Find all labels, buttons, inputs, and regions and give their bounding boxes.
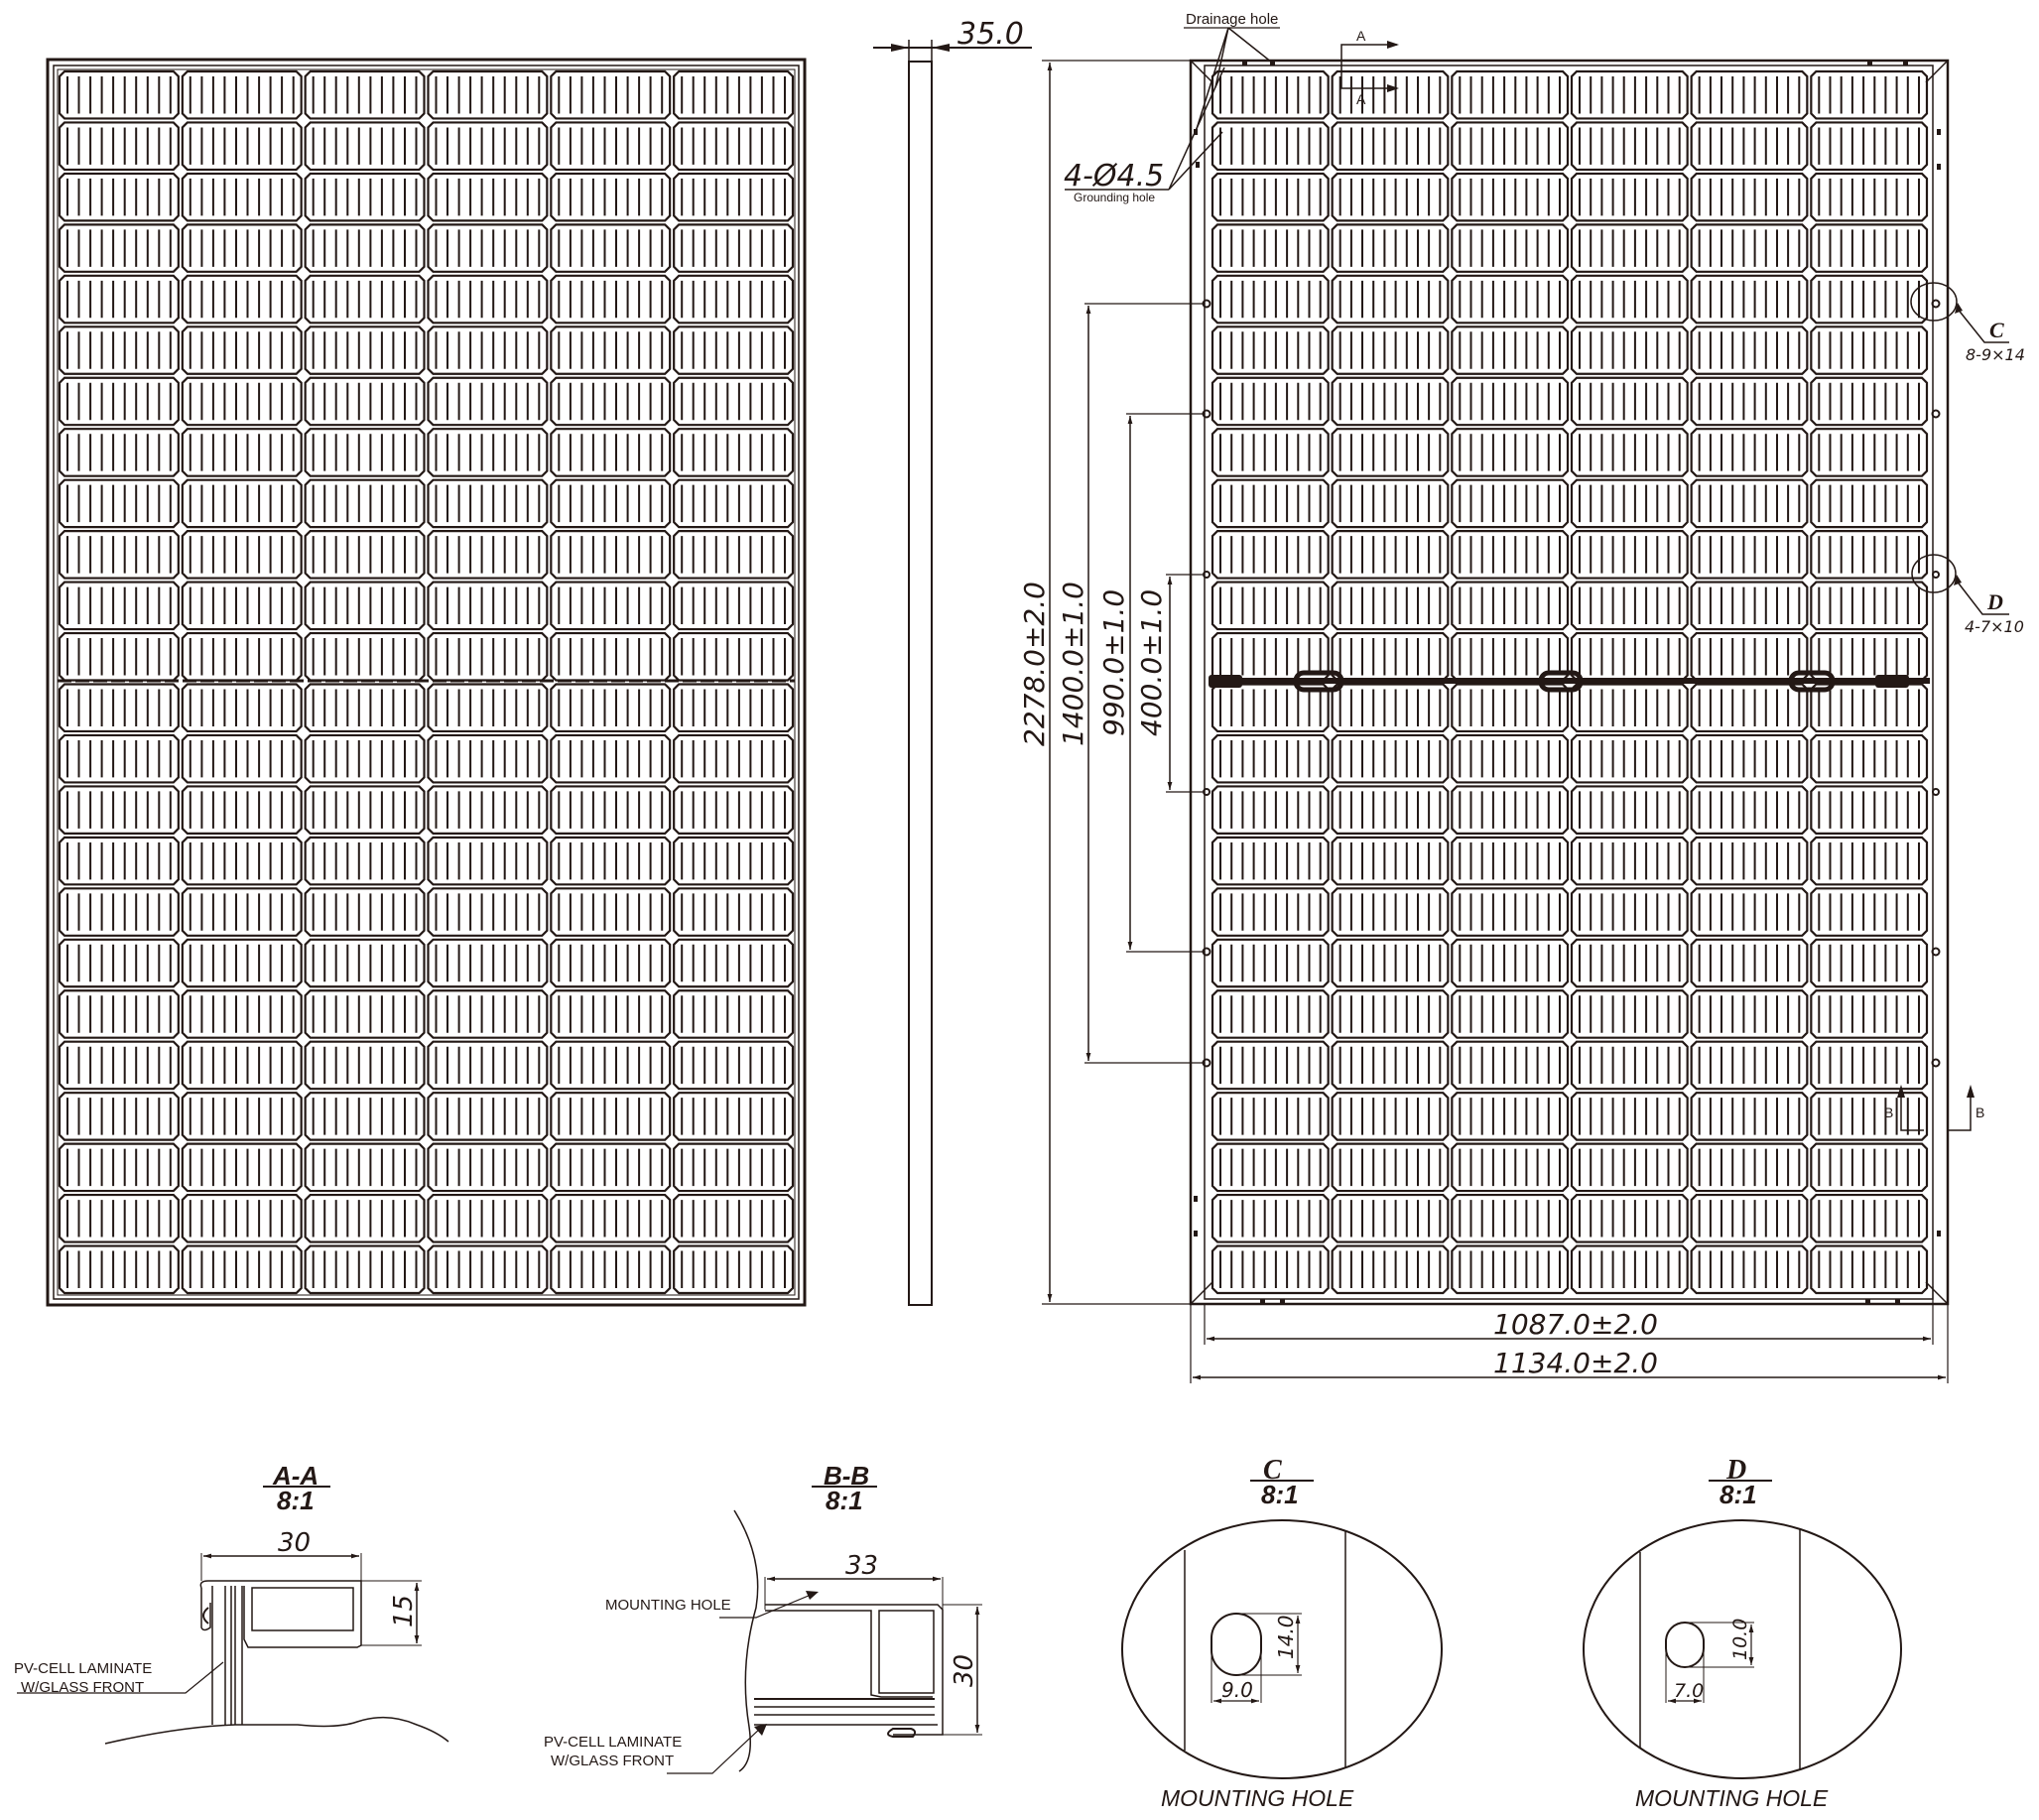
callout-d-spec: 4-7×10 — [1965, 617, 2024, 636]
callout-d-circle — [1911, 554, 1957, 593]
callout-d-letter: D — [1986, 589, 2003, 614]
detail-d-title: D — [1725, 1455, 1746, 1486]
detail-d: D 8:1 10.0 7.0 MOUNTING HOLE — [1583, 1455, 1902, 1811]
cell-outlines — [58, 69, 795, 1295]
dim-mount-990: 990.0±1.0 — [1097, 589, 1130, 736]
junction-box-1 — [1293, 670, 1344, 693]
side-thickness-dim: 35.0 — [957, 17, 1024, 52]
section-aa-label-line2: W/GLASS FRONT — [21, 1679, 144, 1696]
grounding-hole-count: 4-Ø4.5 — [1064, 159, 1164, 194]
section-b-marker-right: B — [1975, 1105, 1984, 1120]
detail-d-scale: 8:1 — [1720, 1480, 1757, 1509]
detail-c-height-dim: 14.0 — [1274, 1615, 1298, 1659]
section-aa-scale: 8:1 — [277, 1486, 315, 1515]
detail-d-height-dim: 10.0 — [1729, 1619, 1751, 1660]
back-cell-grid — [1211, 69, 1929, 1295]
dim-mount-1400: 1400.0±1.0 — [1057, 582, 1089, 746]
section-aa-height-dim: 15 — [389, 1595, 419, 1627]
detail-c-caption: MOUNTING HOLE — [1161, 1785, 1354, 1811]
detail-d-caption: MOUNTING HOLE — [1635, 1785, 1829, 1811]
front-cell-grid — [58, 69, 795, 1295]
callout-c-spec: 8-9×14 — [1966, 345, 2025, 364]
detail-d-width-dim: 7.0 — [1674, 1680, 1704, 1702]
cell-fingers — [1219, 76, 1920, 1288]
junction-box-row — [1209, 670, 1930, 693]
section-bb-scale: 8:1 — [826, 1486, 863, 1515]
dim-height-2278: 2278.0±2.0 — [1018, 582, 1051, 746]
section-a-marker-bottom: A — [1356, 91, 1366, 107]
junction-box-3 — [1788, 670, 1836, 693]
dim-outer-width: 1134.0±2.0 — [1493, 1347, 1658, 1379]
section-bb-width-dim: 33 — [845, 1551, 878, 1581]
section-aa: A-A 8:1 30 15 PV-CELL LAMINATE W/GLASS F… — [14, 1461, 449, 1745]
side-view: 35.0 — [873, 17, 1032, 1306]
section-bb: B-B 8:1 33 30 MOUNTING HOLE PV-CELL LAMI… — [544, 1461, 982, 1774]
section-bb-label-line2: W/GLASS FRONT — [551, 1753, 674, 1769]
callout-c-letter: C — [1989, 318, 2004, 342]
cell-fingers — [66, 76, 786, 1288]
left-mounting-holes — [1202, 299, 1211, 1068]
drainage-hole-label: Drainage hole — [1186, 11, 1278, 28]
detail-c-width-dim: 9.0 — [1221, 1678, 1253, 1702]
section-bb-label-line1: PV-CELL LAMINATE — [544, 1734, 682, 1751]
section-aa-label-line1: PV-CELL LAMINATE — [14, 1660, 152, 1677]
back-view: Drainage hole 4-Ø4.5 Grounding hole A A … — [1018, 11, 2025, 1383]
section-a-marker-top: A — [1356, 28, 1366, 44]
detail-c: C 8:1 14.0 9.0 MOUNTING HOLE — [1121, 1455, 1443, 1811]
right-mounting-holes — [1931, 299, 1941, 1068]
front-view — [46, 58, 807, 1307]
cable-connector-left — [1209, 675, 1242, 688]
detail-c-scale: 8:1 — [1261, 1480, 1299, 1509]
callout-c-circle — [1910, 282, 1958, 322]
section-bb-height-dim: 30 — [950, 1654, 979, 1687]
junction-box-2 — [1538, 670, 1584, 693]
vertical-dimensions: 2278.0±2.0 1400.0±1.0 990.0±1.0 400.0±1.… — [1018, 60, 1203, 1305]
cable-connector-right — [1875, 675, 1909, 688]
section-aa-width-dim: 30 — [278, 1528, 311, 1558]
section-bb-mount-label: MOUNTING HOLE — [605, 1597, 731, 1614]
dim-inner-width: 1087.0±2.0 — [1493, 1308, 1658, 1341]
cell-outlines — [1211, 69, 1929, 1295]
horizontal-dimensions: 1087.0±2.0 1134.0±2.0 — [1190, 1286, 1949, 1383]
grounding-holes — [1194, 62, 1941, 1303]
dim-mount-400: 400.0±1.0 — [1135, 589, 1168, 736]
grounding-hole-label: Grounding hole — [1074, 191, 1155, 204]
detail-c-title: C — [1263, 1455, 1282, 1486]
section-b-marker-left: B — [1884, 1105, 1893, 1120]
